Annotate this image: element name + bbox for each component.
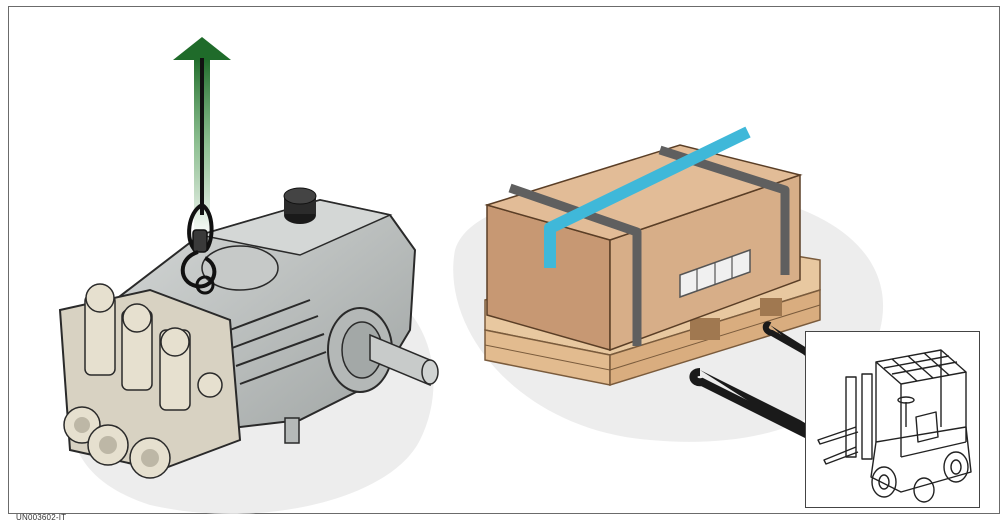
lift-arrow-icon xyxy=(173,37,231,238)
forklift-icon xyxy=(817,349,972,503)
lifting-hook-icon xyxy=(180,203,217,295)
figure-code: UN003602-IT xyxy=(16,513,67,522)
forklift-inset xyxy=(805,331,980,508)
boxed-pallet-illustration xyxy=(484,126,821,387)
